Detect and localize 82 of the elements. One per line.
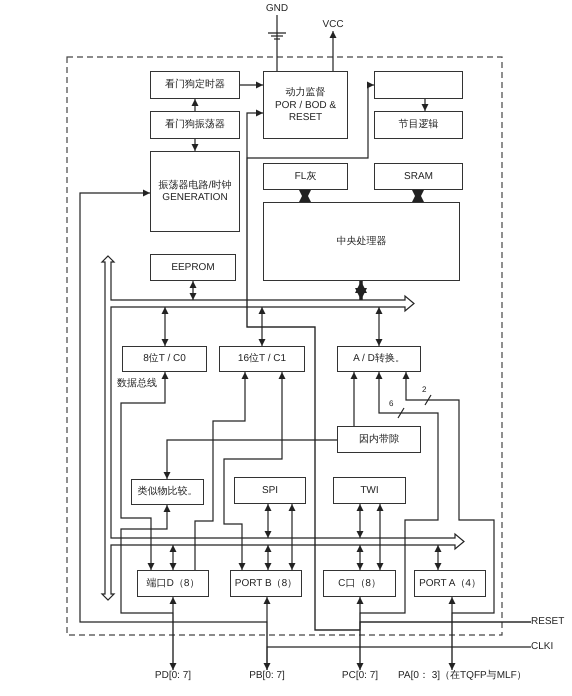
arrow — [264, 504, 272, 538]
pin-label: PC[0: 7] — [325, 670, 395, 682]
arrow — [194, 372, 248, 570]
block-box — [230, 570, 302, 597]
pin-label: GND — [257, 3, 297, 15]
arrow — [190, 281, 196, 300]
arrow — [258, 307, 266, 346]
block-label: SRAM — [404, 170, 433, 182]
block-box — [323, 570, 396, 597]
block-box — [337, 426, 421, 453]
bus-arrow — [355, 281, 367, 300]
block-box — [337, 346, 421, 372]
bus-width-label: 6 — [389, 400, 394, 409]
pin-label: RESET — [531, 616, 571, 628]
bus-width-label: 2 — [422, 386, 426, 395]
block-label: 中央处理器 — [336, 236, 386, 248]
arrow — [422, 99, 428, 111]
block-label: 端口D（8） — [146, 578, 200, 590]
arrow — [376, 504, 384, 570]
block-box — [263, 163, 348, 190]
arrow — [170, 597, 176, 670]
arrow — [223, 372, 286, 570]
block-label: A / D转换。 — [353, 353, 405, 365]
block-box — [374, 163, 463, 190]
block-box — [414, 570, 486, 597]
arrow — [264, 597, 270, 670]
block-label: C口（8） — [338, 578, 381, 590]
arrow — [120, 372, 168, 570]
block-box — [131, 479, 204, 505]
block-label: 节目逻辑 — [398, 119, 438, 131]
block-box — [374, 111, 463, 139]
pin-label: PD[0: 7] — [138, 670, 208, 682]
block-label: PORT A（4） — [419, 578, 481, 590]
block-label: 看门狗定时器 — [165, 79, 225, 91]
empty-box — [374, 71, 463, 99]
block-label: TWI — [360, 484, 379, 496]
arrow — [264, 545, 272, 570]
block-box — [234, 477, 306, 504]
pin-label: VCC — [313, 19, 353, 31]
block-label: FL灰 — [294, 170, 316, 182]
arrow — [240, 82, 263, 88]
block-label: 8位T / C0 — [143, 353, 186, 365]
block-box — [150, 71, 240, 99]
arrow — [192, 139, 198, 151]
arrow — [350, 372, 358, 426]
block-label: 16位T / C1 — [238, 353, 286, 365]
block-label: 因内带隙 — [359, 434, 399, 446]
block-label: 类似物比较。 — [138, 486, 198, 498]
arrow — [192, 99, 198, 111]
block-label: 看门狗振荡器 — [165, 119, 225, 131]
arrow — [434, 545, 442, 570]
bus-arrow — [299, 190, 311, 202]
arrow — [356, 597, 364, 670]
block-box — [263, 202, 460, 281]
block-label: PORT B（8） — [234, 578, 298, 590]
arrow — [288, 504, 296, 570]
block-box — [333, 477, 406, 504]
block-box — [150, 254, 236, 281]
pin-label: PA[0： 3]（在TQFP与MLF） — [398, 670, 548, 682]
arrow — [330, 31, 336, 71]
bus-arrow — [412, 190, 424, 202]
arrow — [170, 545, 176, 570]
block-label: 动力监督 — [286, 86, 326, 98]
block-label: EEPROM — [171, 262, 215, 274]
arrow — [376, 307, 382, 346]
bus-label: 数据总线 — [117, 378, 157, 389]
arrow — [356, 504, 364, 538]
arrow — [356, 545, 364, 570]
block-label: 振荡器电路/时钟 GENERATION — [158, 180, 232, 203]
block-box — [150, 151, 240, 232]
block-box — [219, 346, 305, 372]
block-box — [263, 71, 348, 139]
arrow — [162, 307, 168, 346]
block-label: SPI — [262, 484, 278, 496]
pin-label: CLKI — [531, 641, 571, 653]
block-box — [137, 570, 209, 597]
block-label: POR / BOD & RESET — [274, 100, 338, 124]
block-box — [122, 346, 207, 372]
arrow — [448, 597, 456, 670]
arrow — [164, 439, 337, 479]
block-box — [150, 111, 240, 139]
pin-label: PB[0: 7] — [232, 670, 302, 682]
